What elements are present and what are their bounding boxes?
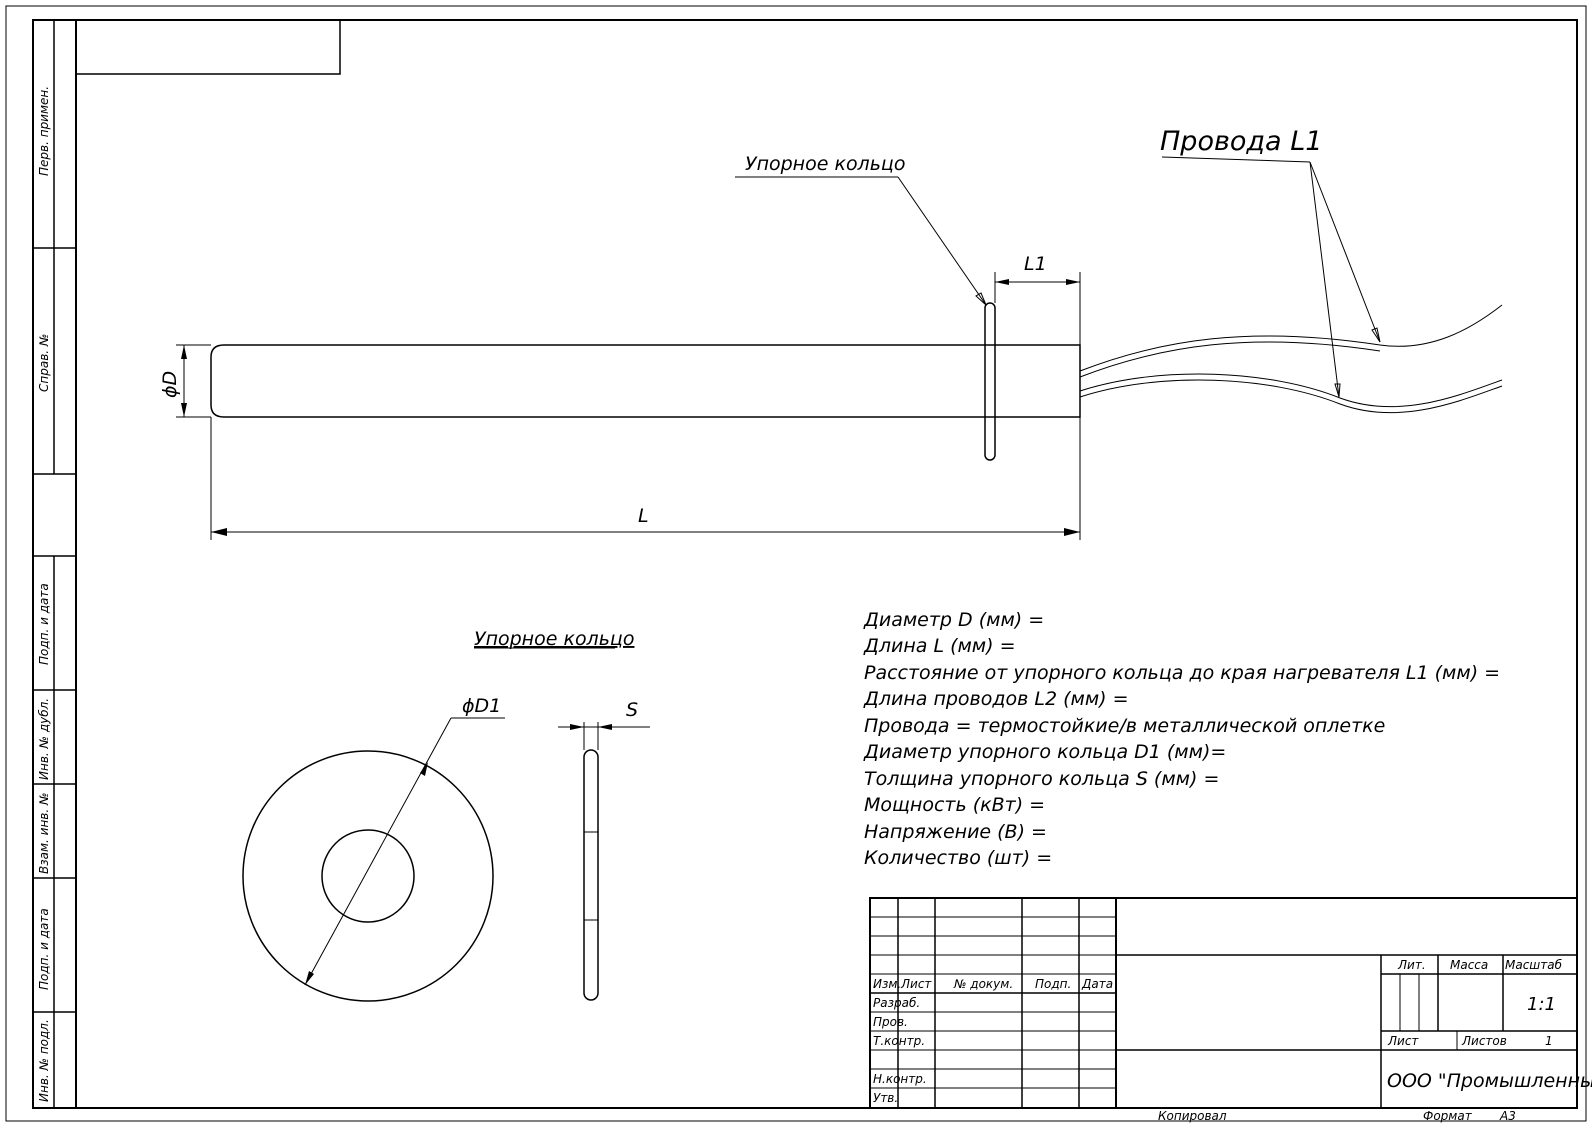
dimension-lines	[181, 279, 1080, 536]
thrust-ring-front-view	[242, 717, 505, 1002]
heater-body	[176, 272, 1081, 540]
spec-line: Толщина упорного кольца S (мм) =	[864, 768, 1219, 790]
tb-nkontr: Н.контр.	[873, 1072, 927, 1086]
footer-format-value: А3	[1499, 1109, 1516, 1123]
tb-massa: Масса	[1450, 958, 1488, 972]
tb-razrab: Разраб.	[873, 996, 920, 1010]
tb-izm: Изм.	[873, 977, 901, 991]
tb-lit: Лит.	[1397, 958, 1426, 972]
designation-box	[75, 19, 341, 75]
spec-line: Диаметр D (мм) =	[863, 609, 1044, 631]
spec-line: Мощность (кВт) =	[864, 794, 1045, 816]
footer-format-label: Формат	[1423, 1109, 1473, 1123]
tb-prov: Пров.	[873, 1015, 908, 1029]
dim-D1-label: ϕD1	[462, 695, 501, 717]
tb-data: Дата	[1081, 977, 1113, 991]
tb-company: ООО "Промышленный ТЭН"	[1387, 1070, 1592, 1092]
dim-D-label: ϕD	[159, 371, 181, 398]
title-block: Изм. Лист № докум. Подп. Дата Разраб. Пр…	[869, 897, 1592, 1109]
thrust-ring-side	[984, 302, 996, 461]
tb-scale-value: 1:1	[1527, 994, 1556, 1015]
spec-line: Диаметр упорного кольца D1 (мм)=	[863, 741, 1226, 763]
side-stamp-perv-primen: Перв. примен.	[37, 86, 51, 176]
tb-sheets: Листов	[1461, 1034, 1507, 1048]
tb-podp: Подп.	[1035, 977, 1071, 991]
side-stamp-sprav-no: Справ. №	[37, 334, 51, 392]
side-stamp-column: Перв. примен. Справ. № Подп. и дата Инв.…	[33, 20, 77, 1108]
side-stamp-podp-data-1: Подп. и дата	[37, 583, 51, 665]
spec-line: Длина L (мм) =	[863, 635, 1016, 657]
ring-section-title: Упорное кольцо	[474, 628, 634, 650]
tb-utv: Утв.	[873, 1091, 898, 1105]
side-stamp-inv-podl: Инв. № подл.	[37, 1019, 51, 1102]
specification-list: Диаметр D (мм) = Длина L (мм) = Расстоян…	[863, 609, 1500, 869]
side-stamp-inv-dubl: Инв. № дубл.	[37, 698, 51, 780]
tb-masshtab: Масштаб	[1505, 958, 1563, 972]
tb-sheets-value: 1	[1545, 1034, 1553, 1048]
drawing-border	[32, 19, 1578, 1109]
side-stamp-podp-data-2: Подп. и дата	[37, 908, 51, 990]
footer-kopiroval: Копировал	[1158, 1109, 1227, 1123]
dim-L-label: L	[638, 505, 649, 527]
spec-line: Количество (шт) =	[864, 847, 1052, 869]
spec-line: Провода = термостойкие/в металлической о…	[864, 715, 1385, 737]
tb-sheet: Лист	[1387, 1034, 1419, 1048]
leaders	[735, 156, 1381, 398]
tb-list: Лист	[900, 977, 932, 991]
spec-line: Длина проводов L2 (мм) =	[863, 688, 1129, 710]
dim-S-label: S	[626, 699, 638, 721]
tb-doc: № докум.	[953, 977, 1013, 991]
tb-tkontr: Т.контр.	[873, 1034, 925, 1048]
outer-frame	[5, 5, 1587, 1122]
spec-line: Расстояние от упорного кольца до края на…	[864, 662, 1500, 684]
ring-leader-label: Упорное кольцо	[745, 153, 905, 175]
wires-label: Провода L1	[1160, 126, 1322, 157]
spec-line: Напряжение (В) =	[864, 821, 1047, 843]
wires	[1079, 304, 1503, 414]
side-stamp-vzam-inv: Взам. инв. №	[37, 793, 51, 874]
dim-L1-label: L1	[1024, 253, 1047, 275]
thrust-ring-side-view	[558, 722, 650, 1001]
